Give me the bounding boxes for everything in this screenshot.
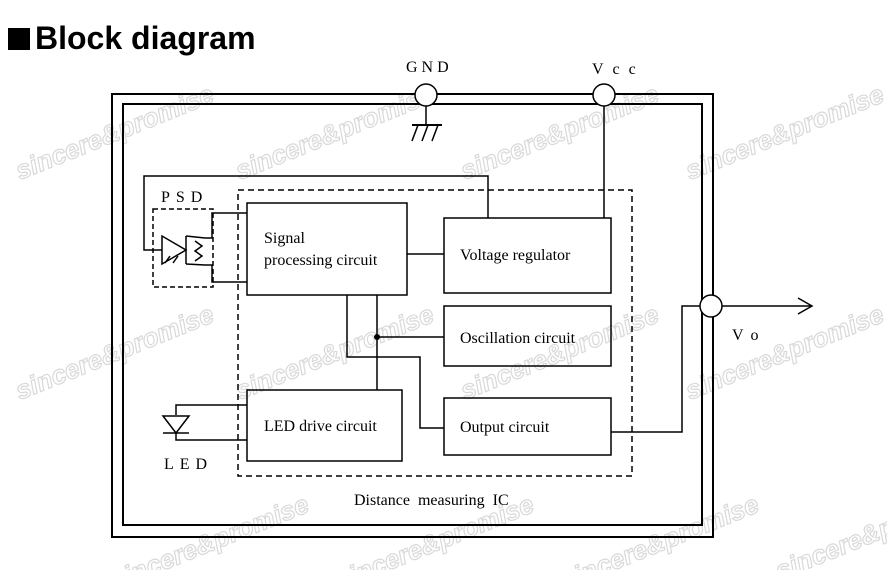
inner-frame: [122, 103, 703, 526]
title-text: Block diagram: [35, 20, 256, 56]
led-drive-label: LED drive circuit: [264, 418, 377, 435]
vo-pin: [699, 294, 723, 318]
watermark: sincere&promise: [556, 489, 763, 570]
signal-label-line2: processing circuit: [264, 252, 378, 269]
junction-dot: [374, 334, 380, 340]
ic-label: Distance measuring IC: [354, 492, 509, 509]
output-block: [443, 397, 612, 456]
led-diode-icon: [161, 415, 191, 435]
signal-processing-block: [246, 202, 408, 296]
oscillation-block: [443, 305, 612, 367]
vcc-pin: [592, 83, 616, 107]
watermark: sincere&promise: [11, 299, 218, 406]
vcc-label: Vcc: [592, 61, 645, 78]
oscillation-label: Oscillation circuit: [460, 330, 576, 347]
psd-label: PSD: [161, 189, 208, 206]
photodiode-icon: [161, 234, 206, 266]
watermark: sincere&promise: [106, 489, 313, 570]
voltage-regulator-label: Voltage regulator: [460, 247, 571, 264]
led-label: LED: [164, 456, 213, 473]
voltage-regulator-block: [443, 217, 612, 294]
title-square-icon: [8, 28, 30, 50]
gnd-label: GND: [406, 59, 453, 76]
gnd-pin: [414, 83, 438, 107]
watermark: sincere&promise: [771, 479, 887, 570]
led-drive-block: [246, 389, 403, 462]
output-label: Output circuit: [460, 419, 550, 436]
page-title: Block diagram: [8, 18, 256, 58]
psd-boundary: [152, 208, 214, 288]
vo-label: Vo: [732, 327, 768, 344]
signal-label-line1: Signal: [264, 230, 305, 247]
